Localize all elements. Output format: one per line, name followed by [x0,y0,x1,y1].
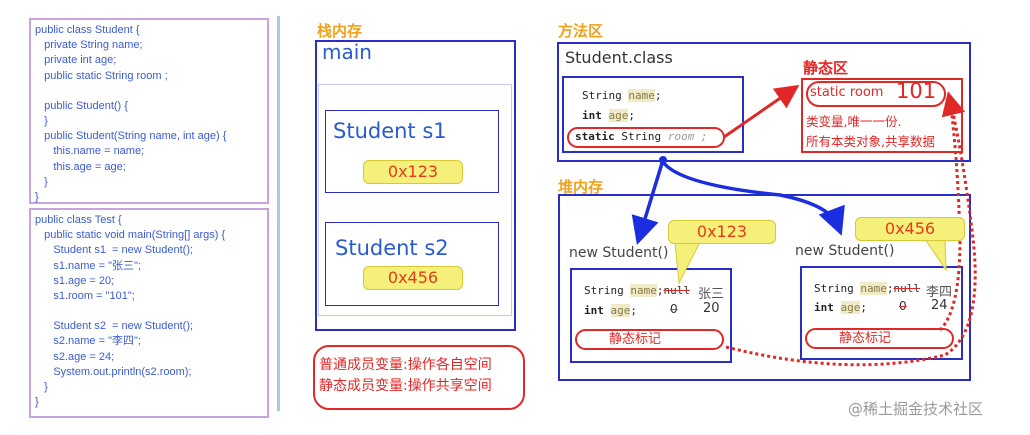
obj-field-age: int age; [584,304,637,317]
object-title: new Student() [795,243,895,259]
divider [277,16,280,411]
code-line: } [35,191,39,204]
static-desc: 类变量,唯一一份.所有本类对象,共享数据 [806,114,935,149]
code-line: } [35,115,48,128]
static-field-oval [567,127,725,148]
method-area-label: 方法区 [558,22,604,40]
callout-tail [674,241,701,285]
stack-note: 普通成员变量:操作各自空间 静态成员变量:操作共享空间 [313,345,525,410]
code-line: Student s2 = new Student(); [35,320,194,333]
field-age: int age; [582,109,635,122]
code-line: } [35,396,39,409]
static-mark: 静态标记 [805,328,954,349]
frame-inner [318,84,512,316]
note-line: 普通成员变量:操作各自空间 [319,357,492,373]
pointer-arrow [631,159,665,246]
callout-tail [924,238,947,272]
object-title: new Student() [569,245,669,261]
class-fields [562,76,744,153]
code-line: System.out.println(s2.room); [35,365,192,378]
main-label: main [322,40,372,64]
code-line: s2.name = "李四"; [35,335,141,348]
static-arrow [723,84,800,139]
code-line: public static String room ; [35,69,168,82]
static-area-label: 静态区 [803,59,849,77]
s1-variable [325,110,499,193]
obj-name-value: 张三 [698,287,725,302]
object-address: 0x456 [855,217,965,241]
code-line: } [35,381,48,394]
code-line: public class Student { [35,24,140,36]
code-line: } [35,175,48,188]
s2-address: 0x456 [363,266,463,290]
obj-field-name: String name;null [814,282,920,295]
student-class-code: public class Student { private String na… [29,18,269,204]
code-line: this.name = name; [35,145,145,158]
code-line: Student s1 = new Student(); [35,244,194,257]
code-line: public Student(String name, int age) { [35,130,227,143]
code-line: s2.age = 24; [35,350,115,363]
obj-old-age: 0 [670,302,678,316]
s2-variable [325,222,499,306]
static-mark: 静态标记 [575,329,724,350]
test-class-code: public class Test { public static void m… [29,208,269,418]
s1-label: Student s1 [333,119,447,143]
code-line: private String name; [35,39,143,52]
watermark: @稀土掘金技术社区 [848,400,984,418]
heap-label: 堆内存 [558,178,604,196]
code-line: s1.room = "101"; [35,290,135,303]
s2-label: Student s2 [335,236,449,260]
obj-old-age: 0 [899,299,907,313]
code-line: this.age = age; [35,160,126,173]
method-area [557,42,971,162]
note-line: 静态成员变量:操作共享空间 [319,378,492,394]
code-line: s1.age = 20; [35,274,115,287]
obj-field-name: String name;null [584,284,690,297]
obj-age-value: 24 [931,298,948,313]
static-room-value: 101 [896,79,937,103]
code-line: public class Test { [35,214,122,226]
obj-age-value: 20 [703,301,720,316]
obj-field-age: int age; [814,301,867,314]
field-name: String name; [582,89,662,102]
stack-label: 栈内存 [317,22,363,40]
object-s2 [800,266,963,360]
code-line: public static void main(String[] args) { [35,229,226,242]
object-address: 0x123 [668,220,776,244]
code-line: s1.name = "张三"; [35,259,141,272]
pointer-arrow [661,160,845,236]
object-s1 [570,268,732,363]
static-link [725,91,977,367]
main-frame [315,40,516,331]
static-link [938,99,962,332]
s1-address: 0x123 [363,160,463,184]
obj-name-value: 李四 [926,285,953,300]
field-room: static String room ; [575,130,708,143]
code-line: private int age; [35,54,117,67]
static-room-label: static room [810,85,884,100]
code-line: public Student() { [35,99,128,112]
class-name: Student.class [565,48,673,67]
